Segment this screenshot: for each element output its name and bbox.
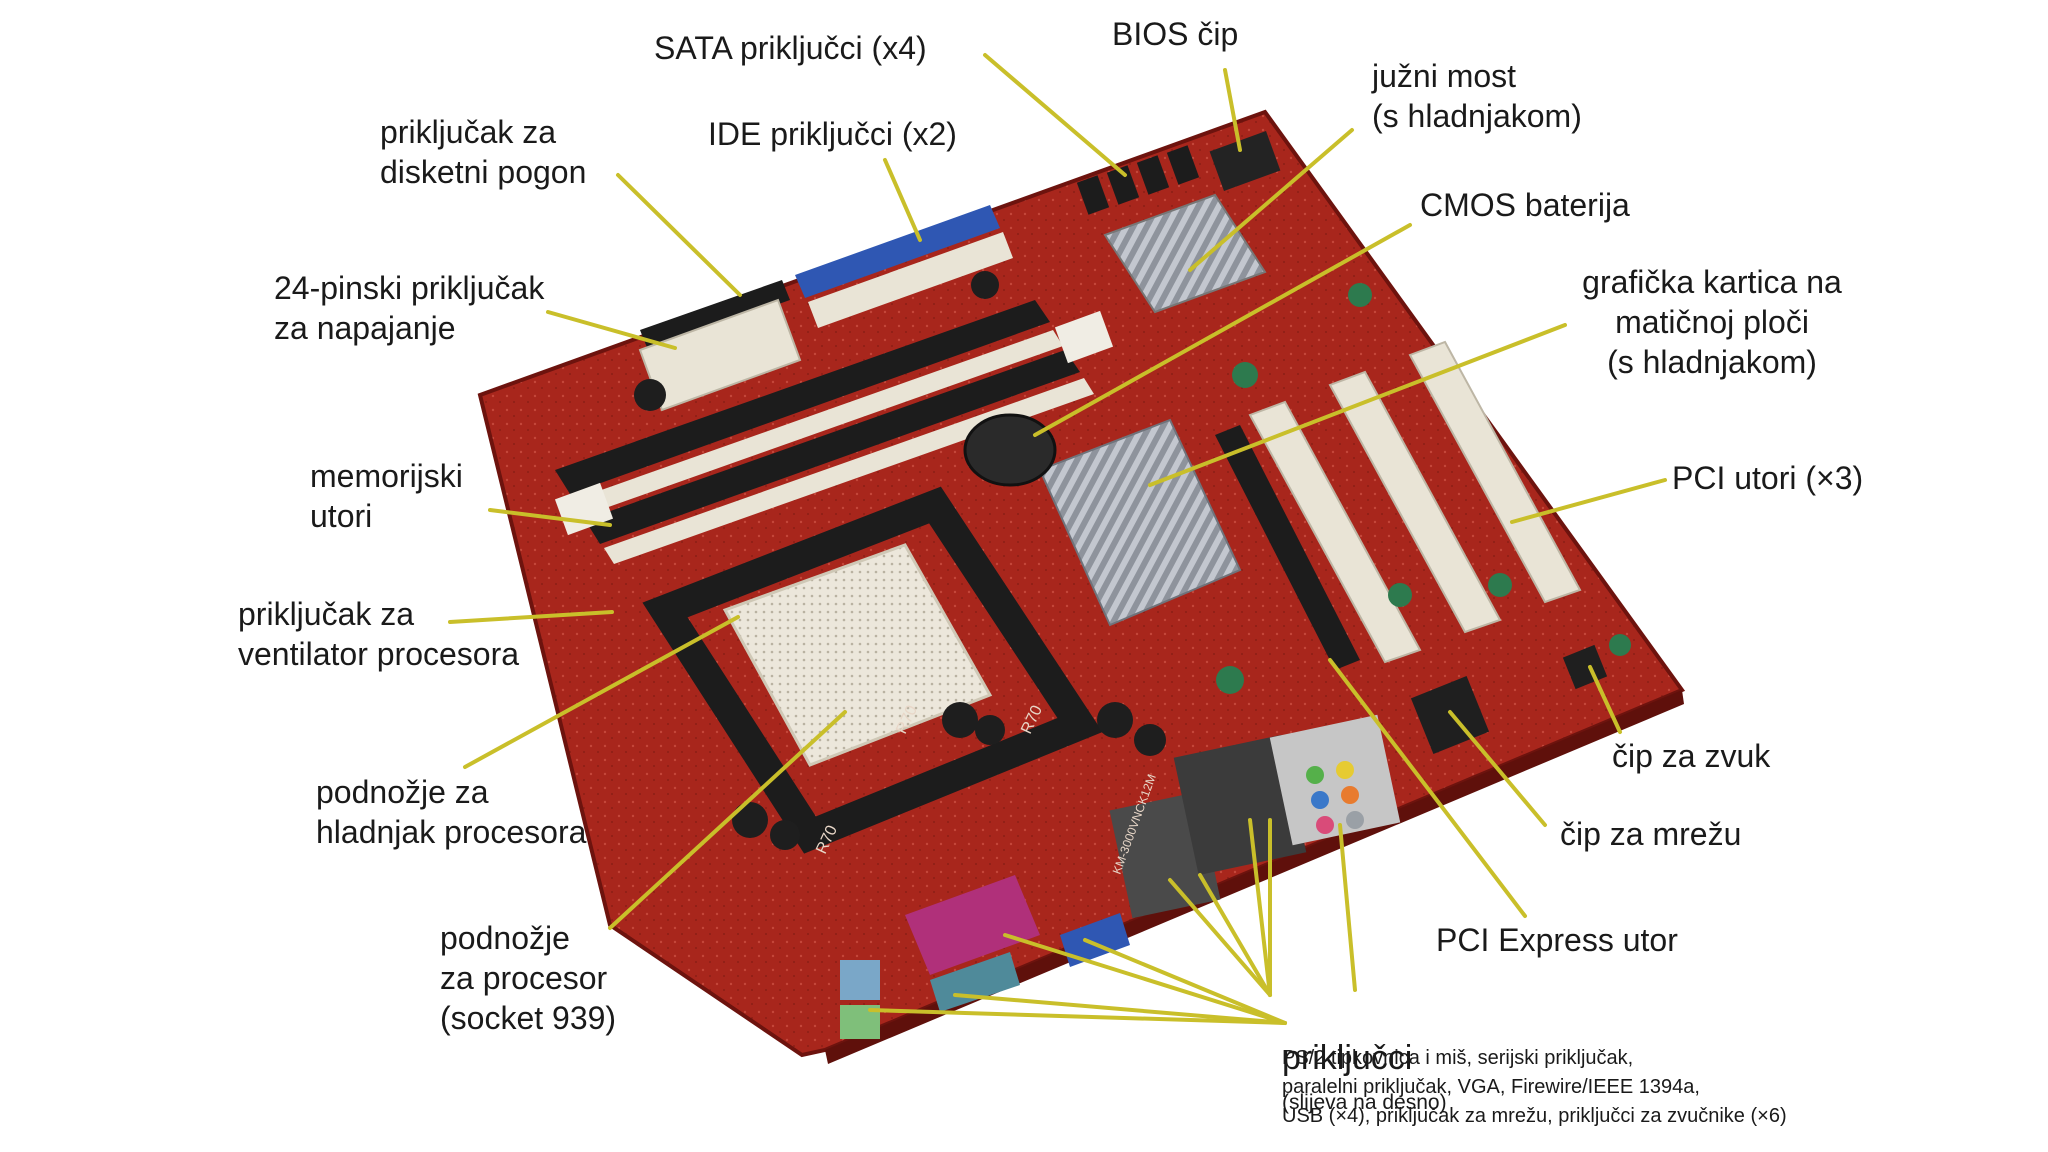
label-pcie: PCI Express utor — [1436, 922, 1678, 958]
leader-floppy — [616, 173, 742, 297]
label-cmos: CMOS baterija — [1420, 187, 1630, 223]
pci-slots — [1248, 340, 1582, 664]
ide-connectors — [640, 205, 1013, 350]
leader-ports-1 — [868, 1008, 1287, 1025]
label-ide: IDE priključci (x2) — [708, 116, 957, 152]
cmos-battery — [963, 413, 1057, 487]
label-ports: priključci (slijeva na desno) — [1282, 998, 1447, 1123]
leader-memory — [488, 508, 612, 527]
bios-chip — [1209, 131, 1281, 191]
leader-cpu-fan — [448, 610, 614, 624]
cpu-socket — [722, 543, 993, 767]
leader-sound — [1588, 665, 1622, 734]
label-heatsink-mount: podnožje za hladnjak procesora — [316, 774, 587, 850]
label-southbridge: južni most (s hladnjakom) — [1372, 58, 1582, 134]
leader-ide — [883, 158, 922, 242]
ports-subtitle: (slijeva na desno) — [1282, 1091, 1447, 1114]
leader-ports-2 — [953, 993, 1287, 1025]
sata-connectors — [1076, 145, 1200, 215]
leader-graphics — [1148, 323, 1567, 487]
leader-sata — [983, 53, 1127, 177]
pcb-edge — [825, 690, 1684, 1064]
leader-lines — [448, 53, 1667, 1025]
label-cpu-socket: podnožje za procesor (socket 939) — [440, 920, 617, 1036]
southbridge-heatsink — [1103, 193, 1267, 314]
leader-pcie — [1328, 658, 1527, 918]
leader-bios — [1223, 68, 1242, 152]
leader-pci — [1510, 478, 1667, 524]
pcie-slot — [1215, 425, 1360, 670]
capacitors — [634, 271, 1631, 850]
rear-io-ports — [840, 714, 1401, 1039]
leader-ports-7 — [1248, 818, 1272, 997]
label-floppy: priključak za disketni pogon — [380, 114, 587, 190]
memory-slots — [554, 300, 1114, 564]
leader-ports-9 — [1338, 823, 1357, 992]
leader-power — [546, 310, 677, 350]
label-network-chip: čip za mrežu — [1560, 816, 1742, 852]
leader-ports-6 — [1198, 873, 1272, 997]
leader-ports-5 — [1168, 878, 1272, 997]
label-sata: SATA priključci (x4) — [654, 30, 927, 66]
leader-ports-4 — [1083, 938, 1287, 1025]
leader-cpu-socket — [608, 710, 847, 930]
leader-southbridge — [1188, 128, 1354, 272]
leader-heatsink-mount — [463, 615, 740, 769]
label-power24: 24-pinski priključak za napajanje — [274, 270, 545, 346]
label-sound-chip: čip za zvuk — [1612, 738, 1771, 774]
heatsink-mount-frame — [642, 486, 1103, 854]
label-graphics: grafička kartica na matičnoj ploči (s hl… — [1582, 264, 1842, 380]
leader-ports-3 — [1003, 933, 1287, 1025]
label-pci: PCI utori (×3) — [1672, 460, 1864, 496]
label-cpu-fan: priključak za ventilator procesora — [238, 596, 520, 672]
label-bios: BIOS čip — [1112, 16, 1239, 52]
label-memory: memorijski utori — [310, 458, 463, 534]
leader-cmos — [1033, 223, 1412, 437]
ports-description: PS/2 tipkovnica i miš, serijski priključ… — [1282, 1047, 1787, 1127]
leader-network — [1448, 710, 1547, 827]
ports-title: priključci — [1282, 1039, 1413, 1077]
